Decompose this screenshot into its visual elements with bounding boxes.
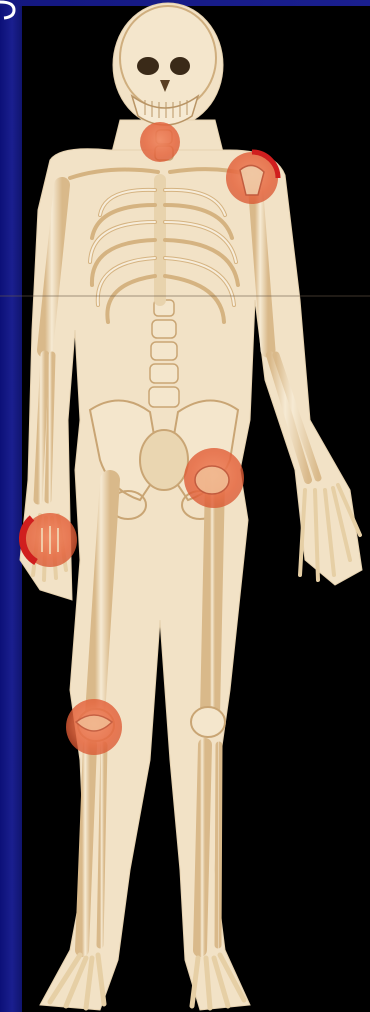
body-silhouette (20, 3, 362, 1010)
joint-highlight-left-hip (184, 448, 244, 508)
joint-highlight-right-wrist (22, 513, 77, 567)
joint-highlight-neck (140, 122, 180, 162)
joint-highlight-left-shoulder (226, 152, 278, 204)
joint-highlight-right-knee (66, 699, 122, 755)
